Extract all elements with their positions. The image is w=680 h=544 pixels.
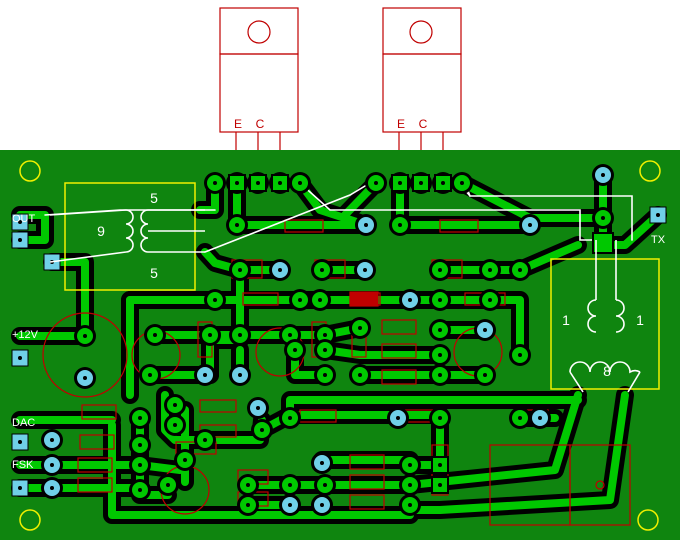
- connector-out-label: OUT: [12, 213, 36, 225]
- input-secondary-top-turns: 5: [150, 190, 158, 206]
- output-transformer-windings: [569, 240, 641, 393]
- connector-power-label: +12V: [12, 329, 39, 341]
- left-collector-label: C: [256, 117, 265, 131]
- right-emitter-label: E: [397, 117, 405, 131]
- input-transformer-outline: [64, 182, 196, 291]
- output-secondary-turns: 8: [603, 363, 611, 379]
- output-left-turns: 1: [562, 312, 570, 328]
- left-emitter-label: E: [234, 117, 242, 131]
- right-collector-label: C: [419, 117, 428, 131]
- output-right-turns: 1: [636, 312, 644, 328]
- connector-fsk-label: FSK: [12, 459, 34, 471]
- input-transformer-windings: [49, 209, 205, 263]
- output-transformer-outline: [550, 258, 660, 390]
- mounting-holes: [19, 160, 661, 531]
- input-primary-turns: 9: [97, 223, 105, 239]
- input-secondary-bottom-turns: 5: [150, 265, 158, 281]
- connector-tx-label: TX: [651, 234, 666, 246]
- connector-dac-label: DAC: [12, 417, 35, 429]
